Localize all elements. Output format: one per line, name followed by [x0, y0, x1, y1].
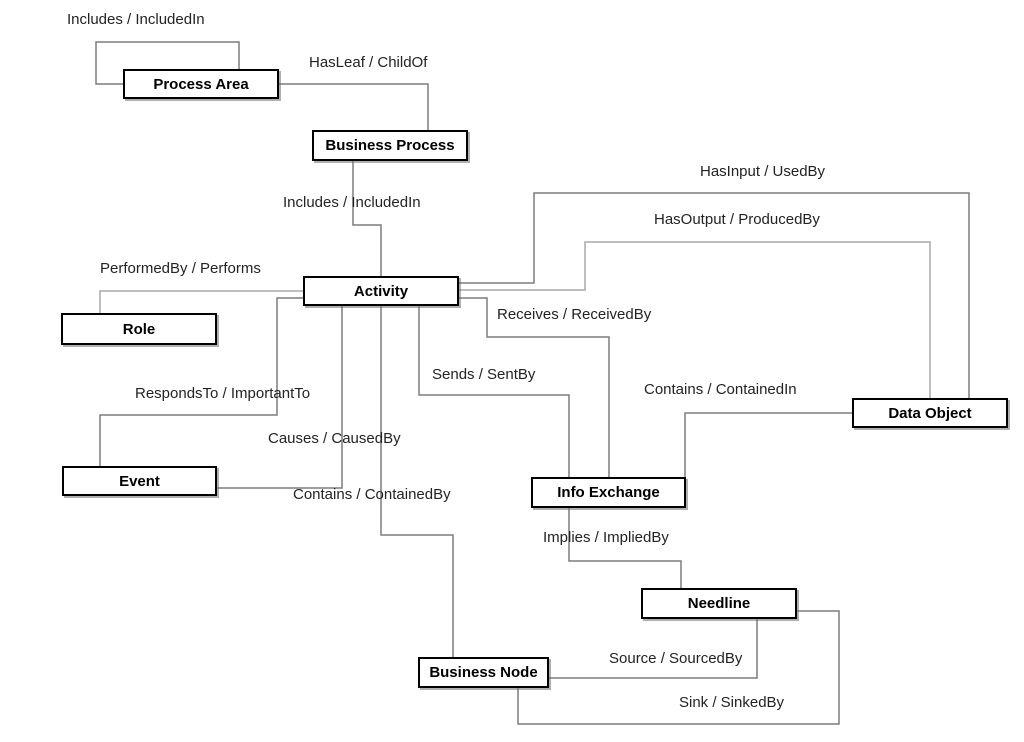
- edge-label-implies-impliedby: Implies / ImpliedBy: [543, 529, 669, 546]
- node-event: Event: [62, 466, 217, 496]
- node-needline: Needline: [641, 588, 797, 619]
- edge-label-contains-containedin: Contains / ContainedIn: [644, 381, 797, 398]
- edge-needline-businessnode-source: [549, 619, 758, 679]
- node-business-node: Business Node: [418, 657, 549, 688]
- edge-label-sends-sentby: Sends / SentBy: [432, 366, 536, 383]
- node-data-object: Data Object: [852, 398, 1008, 428]
- edge-label-receives-receivedby: Receives / ReceivedBy: [497, 306, 652, 323]
- node-process-area: Process Area: [123, 69, 279, 99]
- edge-activity-dataobject-hasinput: [459, 192, 970, 398]
- edge-label-hasleaf-childof: HasLeaf / ChildOf: [309, 54, 428, 71]
- edge-activity-businessnode-contains: [380, 306, 454, 657]
- edge-label-performedby-performs: PerformedBy / Performs: [100, 260, 261, 277]
- edge-label-hasinput-usedby: HasInput / UsedBy: [700, 163, 826, 180]
- edge-businessprocess-activity: [352, 161, 382, 276]
- edge-label-causes-causedby: Causes / CausedBy: [268, 430, 401, 447]
- edge-label-contains-containedby: Contains / ContainedBy: [293, 486, 451, 503]
- node-business-process: Business Process: [312, 130, 468, 161]
- edge-businessnode-needline-sink: [517, 610, 840, 725]
- edge-activity-infoexchange-receives: [459, 297, 610, 477]
- edge-infoexchange-needline-implies: [568, 508, 682, 588]
- edge-processarea-selfloop: [95, 41, 240, 85]
- edge-label-includes-includedin-top: Includes / IncludedIn: [67, 11, 205, 28]
- edge-activity-event-causes: [217, 306, 343, 489]
- edge-label-hasoutput-producedby: HasOutput / ProducedBy: [654, 211, 820, 228]
- edge-label-sink-sinkedby: Sink / SinkedBy: [679, 694, 785, 711]
- edge-activity-infoexchange-sends: [418, 306, 570, 477]
- node-role: Role: [61, 313, 217, 345]
- edge-label-includes-includedin-mid: Includes / IncludedIn: [283, 194, 421, 211]
- edge-dataobject-infoexchange-contains: [684, 412, 852, 477]
- edge-label-respondsto-importantto: RespondsTo / ImportantTo: [135, 385, 311, 402]
- edge-activity-event-respondsto: [99, 297, 303, 466]
- node-activity: Activity: [303, 276, 459, 306]
- edge-activity-role-performedby: [99, 290, 303, 313]
- node-info-exchange: Info Exchange: [531, 477, 686, 508]
- edge-processarea-businessprocess: [279, 83, 429, 130]
- edge-label-source-sourcedby: Source / SourcedBy: [609, 650, 743, 667]
- edge-activity-dataobject-hasoutput: [459, 241, 931, 398]
